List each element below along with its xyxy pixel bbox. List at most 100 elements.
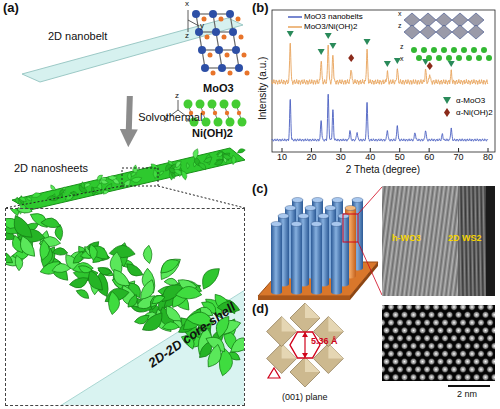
ni-atom [238, 118, 247, 127]
atom-column [419, 326, 427, 334]
zoom-view [6, 209, 244, 405]
atom-column [414, 319, 422, 327]
nanosheet-leaf [150, 293, 166, 305]
atom-column [419, 342, 427, 350]
nanosheet-leaf [186, 163, 189, 169]
atom-column [473, 311, 481, 319]
ni-atom [451, 47, 457, 53]
atom-column [423, 350, 431, 358]
nanosheet-leaf [40, 215, 62, 230]
nanosheet-leaf [89, 244, 98, 261]
axis-line [188, 20, 189, 32]
annotation: x [185, 0, 189, 9]
atom-column [468, 305, 476, 311]
nanorod-end [291, 290, 302, 295]
octahedron [290, 357, 320, 387]
hrtem-background [382, 305, 495, 381]
atom-column [423, 305, 431, 311]
nanosheet-leaf [18, 195, 27, 203]
xrd-curve [272, 94, 488, 141]
ni-atom [486, 55, 492, 61]
atom-column [410, 326, 418, 334]
ribbon-leaves [15, 148, 245, 215]
atom-column [477, 334, 485, 342]
atom-column [383, 342, 391, 350]
o-atom [211, 71, 216, 76]
vacuum [486, 186, 495, 296]
atom-column [437, 326, 445, 334]
annotation: 80 [483, 153, 493, 163]
ni-atom [461, 47, 467, 53]
atom-column [392, 311, 400, 319]
atom-column [432, 365, 440, 373]
octahedron-face [328, 317, 343, 332]
nanorod-top [318, 214, 329, 219]
annotation: Intensity (a.u.) [257, 57, 268, 120]
zoom-box [343, 214, 358, 242]
tick [340, 148, 341, 152]
nanosheet-leaf [153, 170, 157, 179]
legend-sample [440, 108, 454, 117]
nanorod [271, 224, 282, 292]
atom-column [441, 350, 449, 358]
atom-column [446, 326, 454, 334]
process-arrow [129, 96, 130, 140]
atom-column [396, 319, 404, 327]
atom-column [468, 334, 476, 342]
panel-label: (a) [3, 1, 19, 15]
o-atom [208, 53, 213, 58]
mo-atom [212, 28, 220, 36]
atom-column [455, 342, 463, 350]
nanosheet-leaf [31, 192, 42, 198]
o-atom [237, 111, 241, 115]
tick [282, 148, 283, 152]
legend-text: MoO3 nanobelts [304, 12, 363, 21]
atom-column [401, 373, 409, 381]
atom-column [491, 358, 496, 366]
scale-bar [448, 385, 490, 387]
panel-label: Ni(OH)2 [192, 127, 233, 139]
atom-column [486, 305, 494, 311]
atom-column [473, 373, 481, 381]
atom-column [428, 358, 436, 366]
octahedron [420, 25, 436, 39]
nanosheet-leaf [123, 261, 144, 281]
moo3-crystal-inset [404, 13, 484, 39]
atom-column [382, 365, 386, 373]
plot-frame [272, 10, 495, 152]
ni-atom [220, 100, 229, 109]
atom-column [437, 358, 445, 366]
octahedron [468, 25, 484, 39]
atom-column [464, 373, 472, 381]
atom-column [414, 350, 422, 358]
atom-column [387, 365, 395, 373]
atom-column [401, 326, 409, 334]
legend-text: α-Ni(OH)2 [456, 108, 493, 117]
legend-line [288, 16, 302, 18]
nanosheet-leaf [197, 264, 224, 291]
nanorod-end [331, 290, 342, 295]
legend-marker [443, 97, 451, 104]
nanosheet-leaf [52, 247, 68, 257]
legend-entry: MoO3/Ni(OH)2 [288, 22, 357, 31]
annotation: z [400, 43, 404, 51]
o-atom [239, 35, 244, 40]
axis-line [188, 20, 199, 26]
atom-column [382, 350, 386, 358]
atom-column [482, 311, 490, 319]
nanorod [311, 224, 322, 292]
nanosheet-leaf [107, 175, 117, 181]
ni-atom [456, 55, 462, 61]
atom-column [441, 305, 449, 311]
structure-label: 2D nanosheets [14, 162, 88, 174]
ws2-layer [483, 186, 485, 296]
nanosheet-leaf [227, 334, 244, 354]
axis-line [188, 10, 189, 20]
nanosheet-leaf [231, 155, 236, 165]
nanosheet-leaf [86, 241, 111, 263]
nanorod-top [331, 222, 342, 227]
mo-atom [192, 10, 200, 18]
atom-column [455, 311, 463, 319]
atom-column [419, 373, 427, 381]
